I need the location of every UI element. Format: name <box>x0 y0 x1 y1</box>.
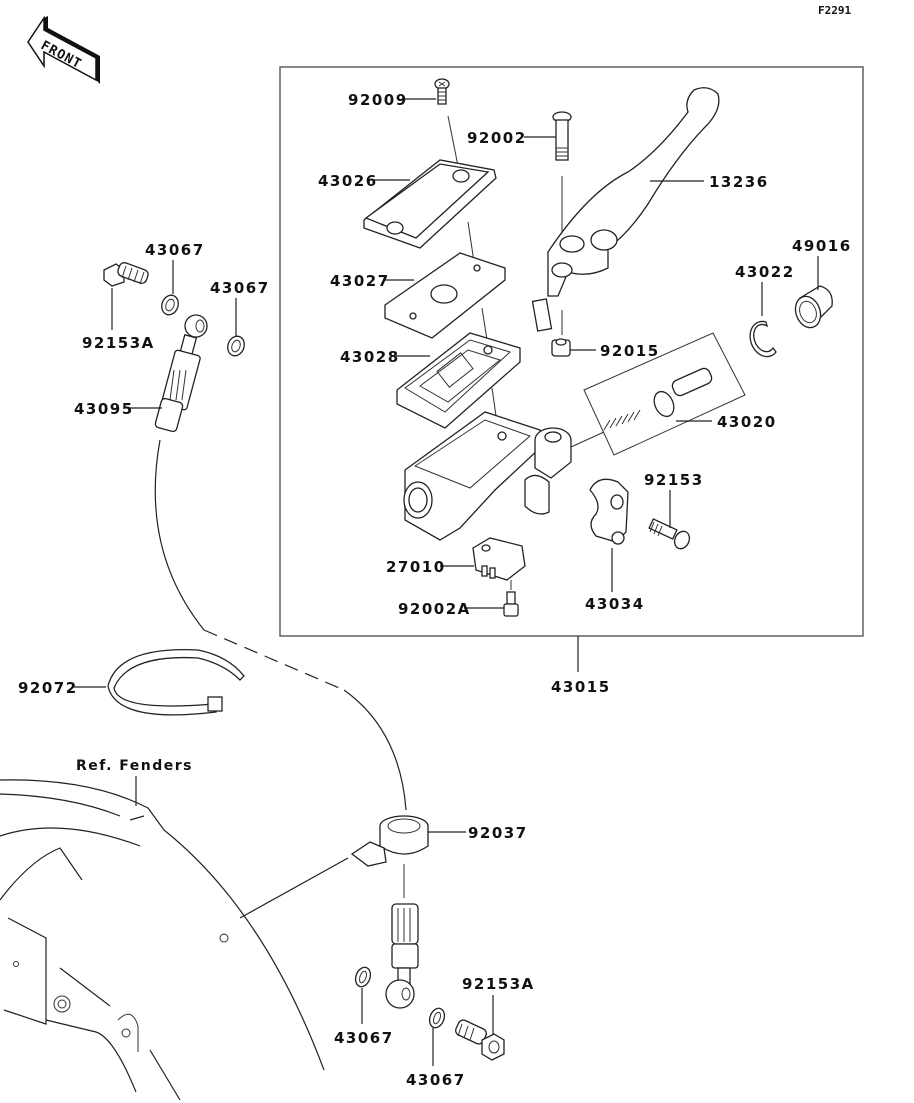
brake-hose-line-lower <box>343 689 407 811</box>
label-43095: 43095 <box>74 400 134 418</box>
part-92037[interactable]: 92037 <box>350 815 528 898</box>
label-43034: 43034 <box>585 595 645 613</box>
part-43067-c[interactable]: 43067 <box>334 965 394 1047</box>
figure-id: F2291 <box>818 4 851 17</box>
label-13236: 13236 <box>709 173 769 191</box>
part-49016[interactable]: 49016 <box>791 237 851 331</box>
label-92153A-lower: 92153A <box>462 975 535 993</box>
label-92002A: 92002A <box>398 600 471 618</box>
part-43026[interactable]: 43026 <box>318 159 497 263</box>
part-43095[interactable]: 43095 <box>74 314 208 433</box>
label-43026: 43026 <box>318 172 378 190</box>
part-13236[interactable]: 13236 <box>531 87 769 332</box>
label-27010: 27010 <box>386 558 446 576</box>
part-43022[interactable]: 43022 <box>735 263 795 358</box>
master-cylinder-body <box>403 411 572 541</box>
part-43034[interactable]: 43034 <box>585 478 645 613</box>
lower-hose-fitting <box>385 903 419 1009</box>
label-43022: 43022 <box>735 263 795 281</box>
label-43020: 43020 <box>717 413 777 431</box>
part-92153A-lower[interactable]: 92153A <box>454 975 535 1061</box>
part-43067-a[interactable]: 43067 <box>145 241 205 317</box>
brake-hose-line <box>154 439 205 631</box>
label-43067-d: 43067 <box>406 1071 466 1089</box>
part-92002A[interactable]: 92002A <box>398 580 519 618</box>
label-43027: 43027 <box>330 272 390 290</box>
part-27010[interactable]: 27010 <box>386 537 526 581</box>
label-92015: 92015 <box>600 342 660 360</box>
label-43067-b: 43067 <box>210 279 270 297</box>
label-92153A-upper: 92153A <box>82 334 155 352</box>
part-92002[interactable]: 92002 <box>467 111 572 270</box>
ref-fenders-label: Ref. Fenders <box>76 758 193 774</box>
label-43067-c: 43067 <box>334 1029 394 1047</box>
label-92072: 92072 <box>18 679 78 697</box>
label-92009: 92009 <box>348 91 408 109</box>
part-43067-b[interactable]: 43067 <box>210 279 270 358</box>
part-43020[interactable]: 43020 <box>570 332 777 456</box>
assembly-box <box>279 66 864 637</box>
label-92153: 92153 <box>644 471 704 489</box>
label-49016: 49016 <box>792 237 852 255</box>
part-92153[interactable]: 92153 <box>644 471 704 551</box>
part-43028[interactable]: 43028 <box>340 332 521 431</box>
part-92015[interactable]: 92015 <box>551 310 660 360</box>
part-43027[interactable]: 43027 <box>330 252 506 347</box>
part-92153A-upper[interactable]: 92153A <box>82 261 155 352</box>
label-92037: 92037 <box>468 824 528 842</box>
part-92072[interactable]: 92072 <box>18 648 245 716</box>
label-92002: 92002 <box>467 129 527 147</box>
label-43028: 43028 <box>340 348 400 366</box>
hose-dashed-line <box>203 629 345 691</box>
assembly-label: 43015 <box>551 678 611 696</box>
part-43067-d[interactable]: 43067 <box>406 1006 466 1089</box>
fender-outline <box>0 779 349 1101</box>
front-arrow-icon: FRONT <box>27 15 100 84</box>
label-43067-a: 43067 <box>145 241 205 259</box>
